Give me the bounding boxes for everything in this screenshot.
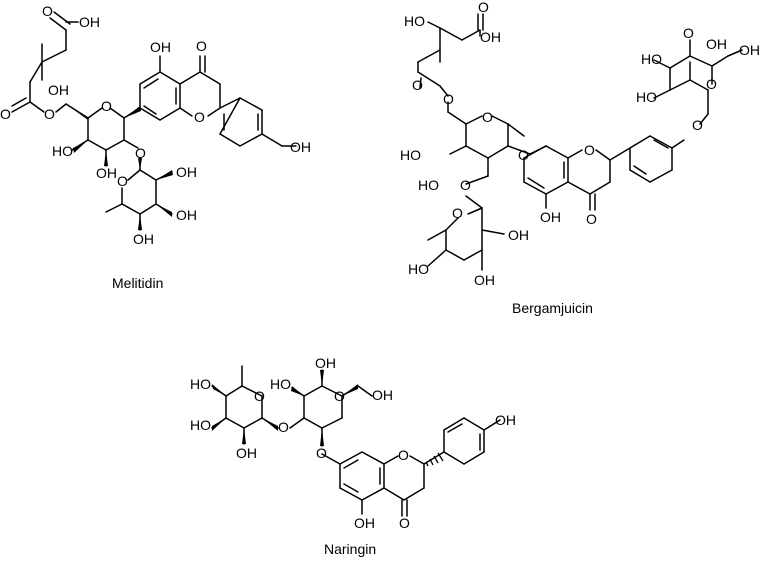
atom-label: O bbox=[44, 106, 55, 122]
bergamjuicin-structure: HO OH O O O O HO HO O OH OH HO O HO O O … bbox=[400, 0, 760, 316]
atom-label: OH bbox=[48, 82, 69, 98]
atom-label: O bbox=[42, 3, 53, 19]
atom-label: OH bbox=[354, 515, 375, 531]
atom-label: O bbox=[135, 145, 146, 161]
atom-label: HO bbox=[190, 417, 211, 433]
atom-label: O bbox=[692, 117, 703, 133]
naringin-structure: OH HO OH HO O O HO O OH OH O O OH O Nari… bbox=[190, 355, 516, 557]
atom-label: O bbox=[584, 142, 595, 158]
atom-label: HO bbox=[408, 261, 429, 277]
naringin-atom-labels: OH HO OH HO O O HO O OH OH O O OH O bbox=[190, 355, 516, 531]
atom-label: OH bbox=[176, 207, 197, 223]
naringin-stereo-bonds bbox=[212, 370, 444, 467]
atom-label: HO bbox=[418, 177, 439, 193]
atom-label: OH bbox=[96, 165, 117, 181]
atom-label: O bbox=[482, 109, 493, 125]
atom-label: OH bbox=[176, 164, 197, 180]
atom-label: HO bbox=[52, 143, 73, 159]
atom-label: O bbox=[460, 177, 471, 193]
atom-label: O bbox=[316, 445, 327, 461]
atom-label: O bbox=[117, 173, 128, 189]
atom-label: OH bbox=[706, 36, 727, 52]
atom-label: OH bbox=[79, 14, 100, 30]
atom-label: OH bbox=[150, 39, 171, 55]
atom-label: O bbox=[586, 211, 597, 227]
atom-label: O bbox=[443, 91, 454, 107]
atom-label: HO bbox=[270, 376, 291, 392]
atom-label: HO bbox=[636, 89, 657, 105]
atom-label: OH bbox=[236, 445, 257, 461]
atom-label: OH bbox=[739, 42, 760, 58]
atom-label: OH bbox=[495, 412, 516, 428]
atom-label: OH bbox=[540, 209, 561, 225]
molecule-name: Melitidin bbox=[112, 275, 163, 291]
atom-label: HO bbox=[641, 51, 662, 67]
bergamjuicin-atom-labels: HO OH O O O O HO HO O OH OH HO O HO O O … bbox=[400, 0, 760, 288]
melitidin-structure: OH O OH O O O OH O O O OH HO OH O OH OH … bbox=[0, 3, 311, 291]
atom-label: O bbox=[254, 388, 265, 404]
atom-label: OH bbox=[290, 139, 311, 155]
atom-label: O bbox=[706, 76, 717, 92]
atom-label: O bbox=[478, 0, 489, 15]
atom-label: HO bbox=[404, 13, 425, 29]
atom-label: O bbox=[0, 106, 11, 122]
atom-label: OH bbox=[372, 387, 393, 403]
atom-label: O bbox=[101, 98, 112, 114]
bergamjuicin-bonds bbox=[417, 13, 743, 271]
atom-label: O bbox=[683, 25, 694, 41]
molecule-name: Bergamjuicin bbox=[512, 300, 593, 316]
atom-label: HO bbox=[400, 147, 421, 163]
atom-label: O bbox=[518, 147, 529, 163]
atom-label: O bbox=[278, 419, 289, 435]
atom-label: HO bbox=[190, 376, 211, 392]
atom-label: OH bbox=[133, 231, 154, 247]
melitidin-stereo-bonds bbox=[66, 104, 173, 230]
atom-label: O bbox=[398, 447, 409, 463]
molecule-name: Naringin bbox=[324, 541, 376, 557]
atom-label: OH bbox=[474, 272, 495, 288]
atom-label: OH bbox=[508, 227, 529, 243]
melitidin-atom-labels: OH O OH O O O OH O O O OH HO OH O OH OH … bbox=[0, 3, 311, 247]
atom-label: O bbox=[194, 109, 205, 125]
atom-label: O bbox=[334, 388, 345, 404]
atom-label: O bbox=[452, 205, 463, 221]
atom-label: OH bbox=[480, 29, 501, 45]
atom-label: O bbox=[399, 515, 410, 531]
atom-label: OH bbox=[315, 355, 336, 371]
atom-label: O bbox=[196, 38, 207, 54]
atom-label: O bbox=[412, 77, 423, 93]
